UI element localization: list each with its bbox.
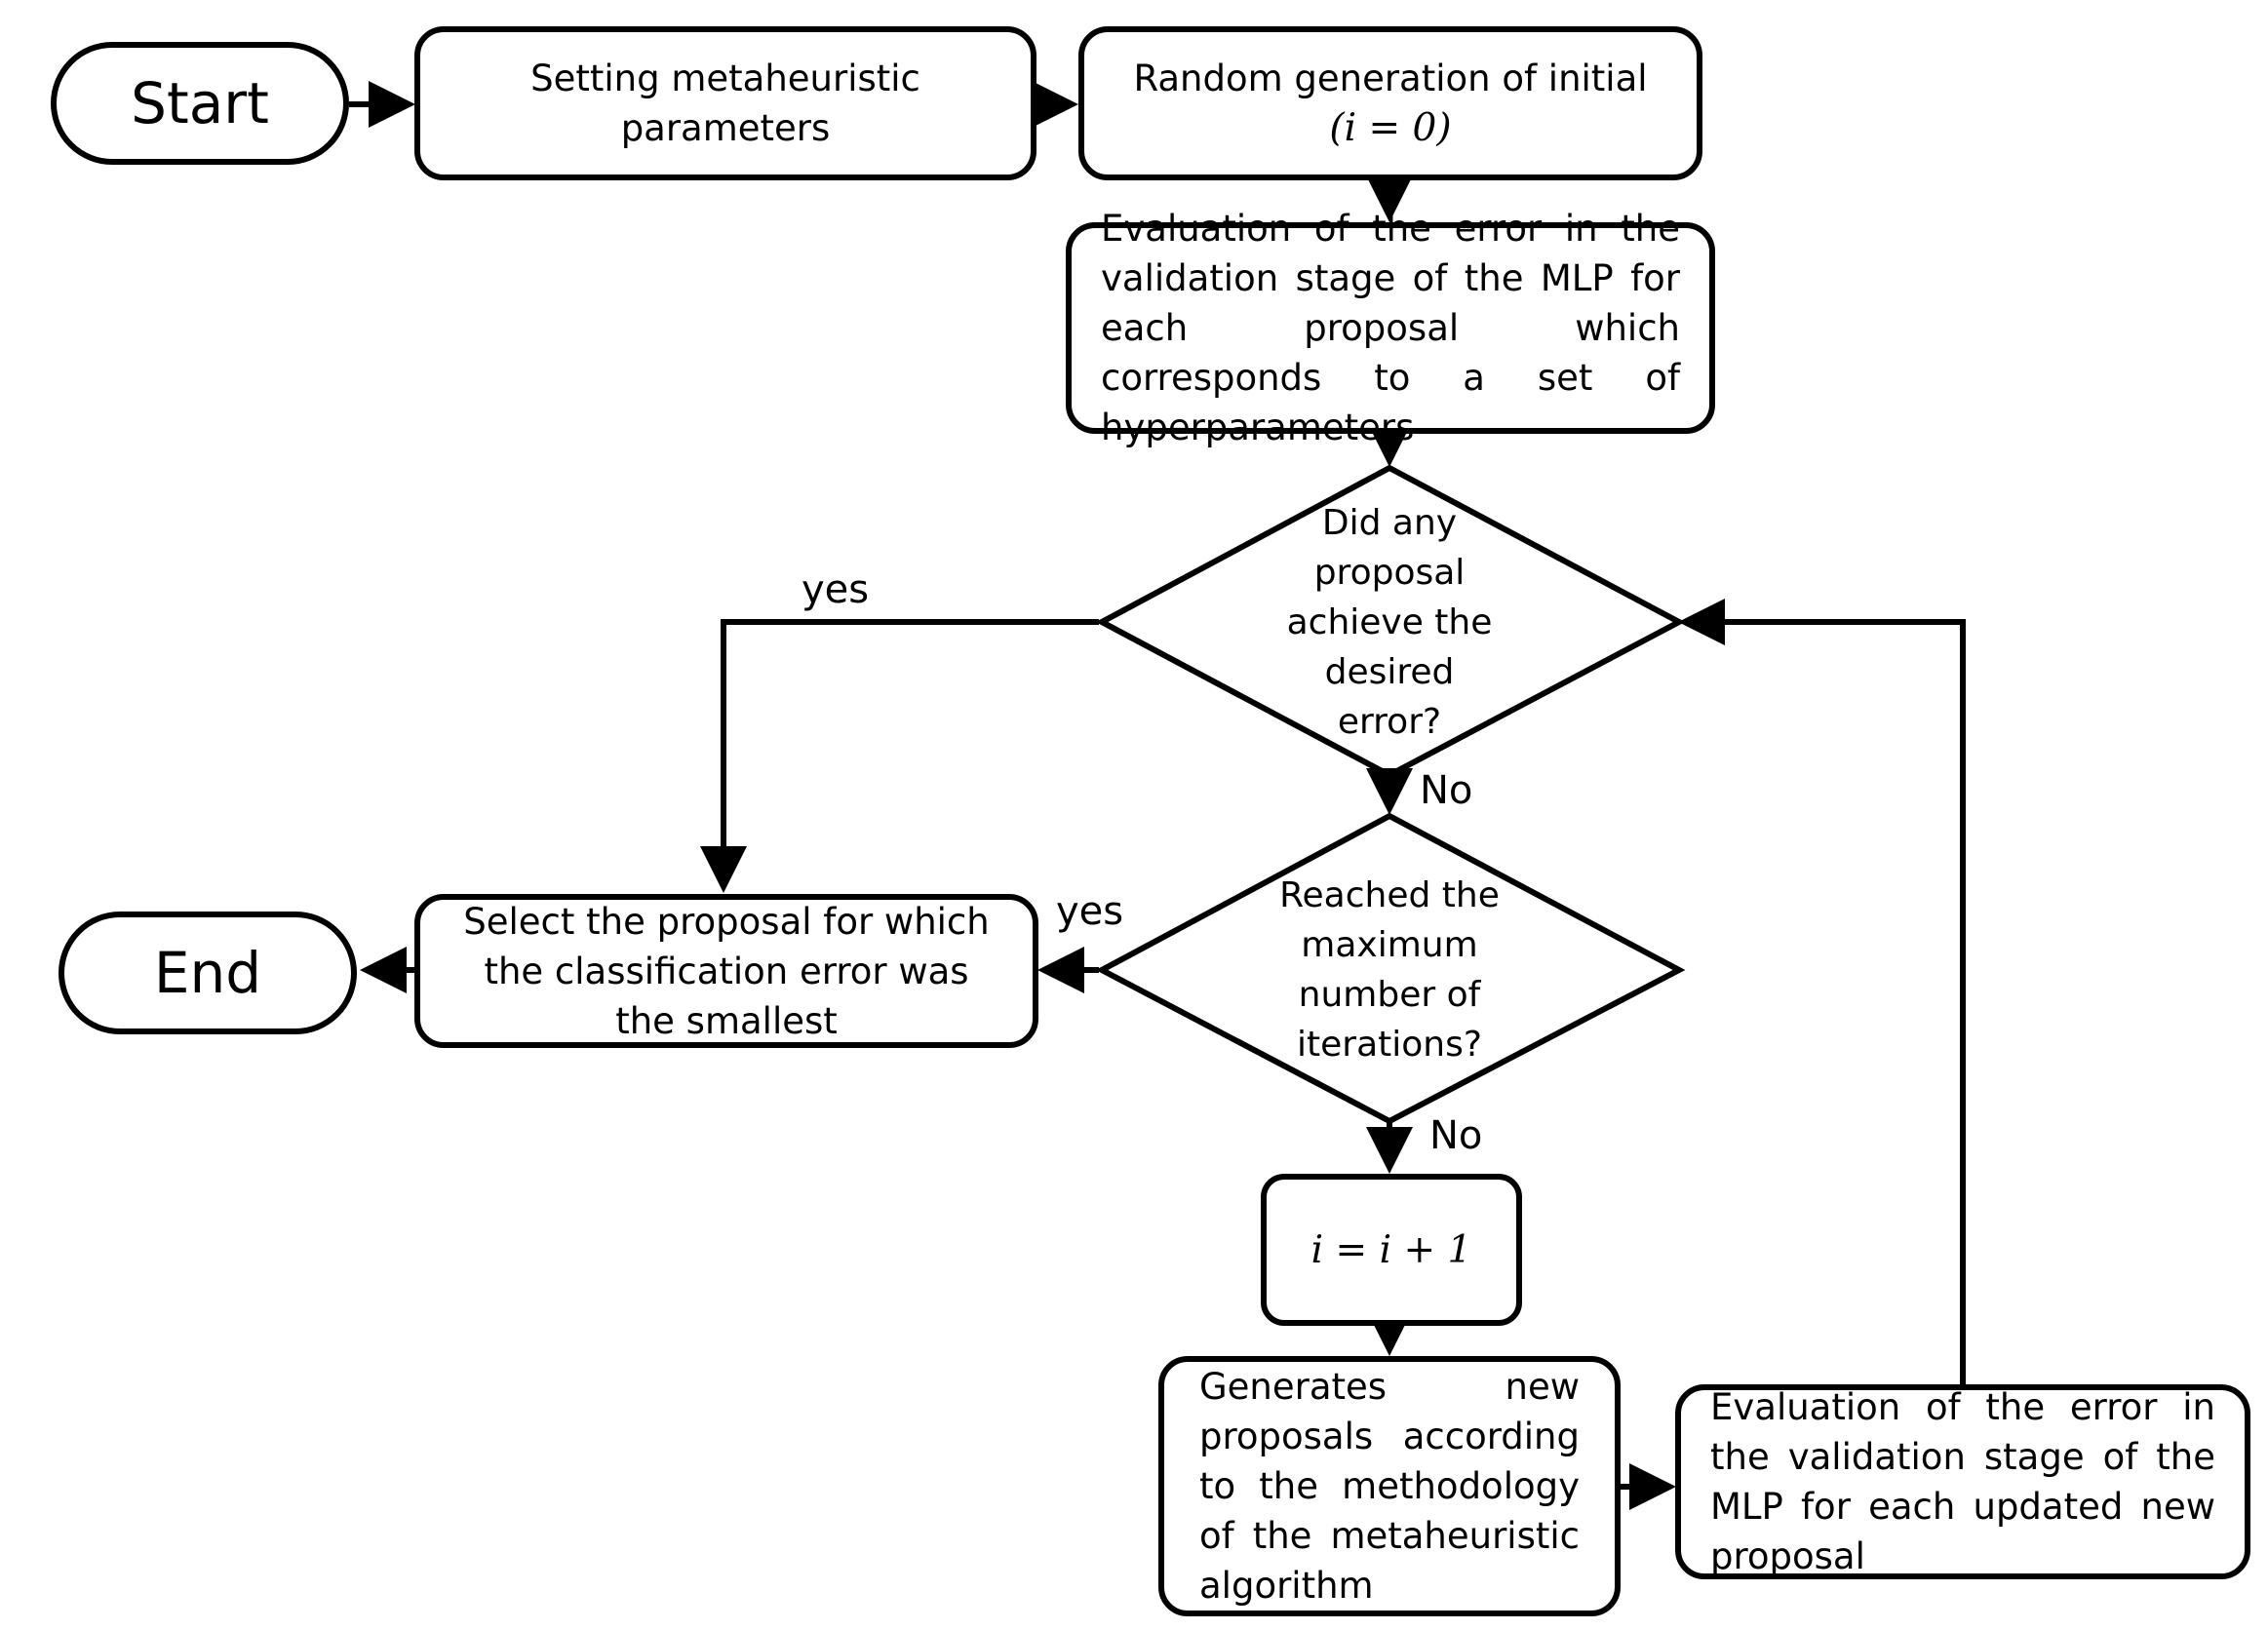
evaluation-new-text: Evaluation of the error in the validatio… xyxy=(1710,1386,2215,1577)
end-label: End xyxy=(153,939,262,1006)
increment-text: i = i + 1 xyxy=(1310,1227,1472,1272)
yes-label-error: yes xyxy=(802,567,870,612)
generate-proposals-box: Generates new proposals according to the… xyxy=(1158,1356,1621,1616)
random-generation-box: Random generation of initial (i = 0) xyxy=(1078,26,1702,180)
generate-proposals-text: Generates new proposals according to the… xyxy=(1199,1366,1580,1607)
increment-box: i = i + 1 xyxy=(1261,1174,1522,1326)
arrow-yes-to-select xyxy=(700,619,1099,893)
start-terminal: Start xyxy=(51,42,349,165)
decision-iterations-text: Reached the maximum number of iterations… xyxy=(1279,875,1500,1065)
decision-error-diamond xyxy=(1095,464,1686,779)
random-generation-math: (i = 0) xyxy=(1329,106,1452,150)
setting-parameters-box: Setting metaheuristic parameters xyxy=(414,26,1036,180)
arrow-loop-back xyxy=(1678,599,1966,1384)
decision-error-text: Did any proposal achieve the desired err… xyxy=(1286,503,1493,742)
yes-label-iterations: yes xyxy=(1056,889,1124,934)
decision-iter-diamond xyxy=(1095,812,1686,1125)
no-label-iterations: No xyxy=(1429,1113,1483,1158)
random-generation-text: Random generation of initial xyxy=(1133,58,1648,99)
setting-parameters-text: Setting metaheuristic parameters xyxy=(530,58,920,149)
evaluation-new-box: Evaluation of the error in the validatio… xyxy=(1675,1384,2250,1579)
select-proposal-box: Select the proposal for which the classi… xyxy=(414,894,1038,1048)
start-label: Start xyxy=(131,69,269,136)
no-label-error: No xyxy=(1420,768,1473,813)
evaluation-text: Evaluation of the error in the validatio… xyxy=(1101,208,1680,448)
end-terminal: End xyxy=(59,912,357,1034)
evaluation-box: Evaluation of the error in the validatio… xyxy=(1066,208,1715,448)
select-proposal-text: Select the proposal for which the classi… xyxy=(463,900,990,1042)
